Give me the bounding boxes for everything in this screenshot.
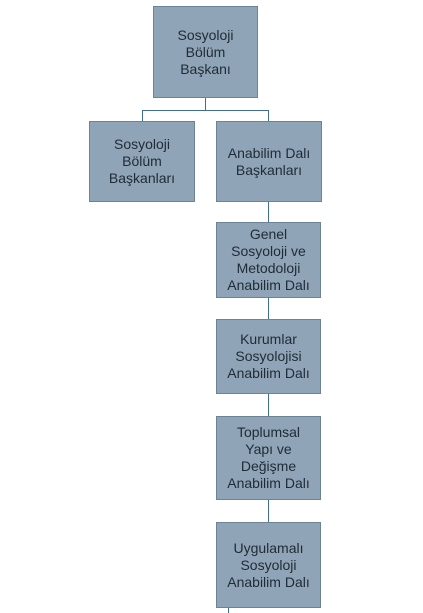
org-node-genel-sosyoloji-label: Genel Sosyoloji ve Metodoloji Anabilim D… [227,226,310,293]
connector-horizontal [142,110,269,111]
org-node-toplumsal-yapi: Toplumsal Yapı ve Değişme Anabilim Dalı [216,416,321,500]
org-node-root-label: Sosyoloji Bölüm Başkanı [177,26,234,77]
connector-right-drop [268,110,269,121]
org-node-uygulamali-sosyoloji: Uygulamalı Sosyoloji Anabilim Dalı [216,522,321,608]
connector-root-down [205,98,206,111]
connector-spine-3 [268,393,269,416]
org-node-bolum-baskanlari: Sosyoloji Bölüm Başkanları [89,121,195,202]
org-node-kurumlar-sosyolojisi-label: Kurumlar Sosyolojisi Anabilim Dalı [227,331,310,381]
org-node-uygulamali-sosyoloji-label: Uygulamalı Sosyoloji Anabilim Dalı [227,539,310,590]
connector-spine-tail [228,608,229,613]
connector-left-drop [142,110,143,121]
org-node-root: Sosyoloji Bölüm Başkanı [153,6,258,98]
org-node-genel-sosyoloji: Genel Sosyoloji ve Metodoloji Anabilim D… [216,222,321,298]
connector-spine-4 [268,499,269,522]
org-node-kurumlar-sosyolojisi: Kurumlar Sosyolojisi Anabilim Dalı [216,319,321,394]
org-node-bolum-baskanlari-label: Sosyoloji Bölüm Başkanları [108,136,176,186]
org-node-toplumsal-yapi-label: Toplumsal Yapı ve Değişme Anabilim Dalı [227,424,310,491]
connector-spine-2 [268,297,269,319]
org-node-anabilim-dali-baskanlari: Anabilim Dalı Başkanları [216,121,322,202]
org-node-anabilim-dali-baskanlari-label: Anabilim Dalı Başkanları [227,144,311,178]
connector-spine-1 [268,201,269,222]
